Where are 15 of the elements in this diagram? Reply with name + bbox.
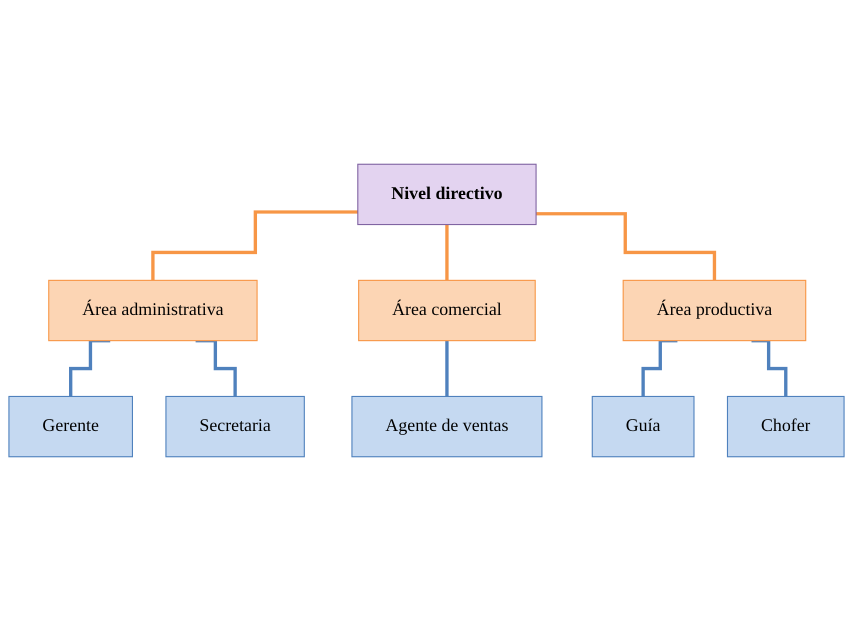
- node-box: Agente de ventas: [351, 396, 542, 458]
- node-box: Chofer: [726, 396, 845, 458]
- node-box: Guía: [592, 396, 695, 458]
- connector: [751, 338, 788, 398]
- node-box: Gerente: [8, 396, 133, 458]
- node-box: Secretaria: [165, 396, 305, 458]
- connector: [445, 222, 449, 282]
- connector: [196, 338, 237, 398]
- connector: [445, 338, 449, 398]
- node-box: Área administrativa: [48, 280, 258, 342]
- node-box: Nivel directivo: [357, 164, 537, 226]
- node-box: Área productiva: [622, 280, 806, 342]
- connector: [69, 338, 110, 398]
- node-box: Área comercial: [358, 280, 536, 342]
- connector: [641, 338, 678, 398]
